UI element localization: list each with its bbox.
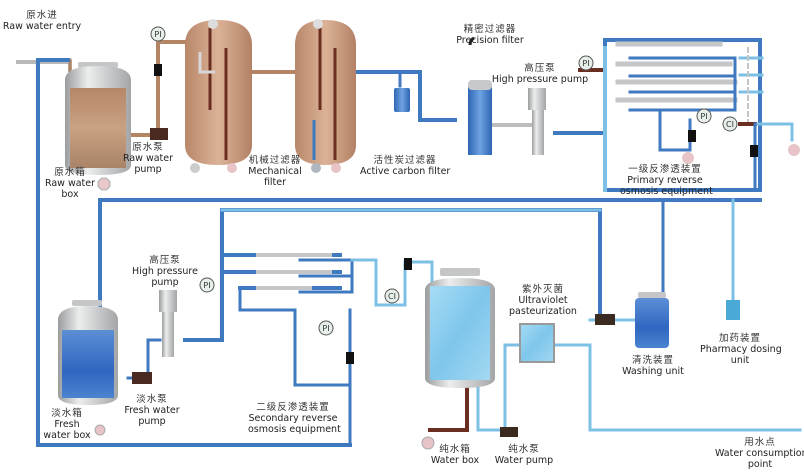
primary-ro-drain — [682, 152, 694, 164]
svg-text:PI: PI — [322, 324, 329, 333]
fresh-water-tank — [58, 300, 118, 405]
svg-text:PI: PI — [203, 281, 210, 290]
pi-gauge-secondary-ro — [318, 320, 334, 336]
flowmeter-secondary-2 — [404, 258, 412, 270]
left-loop-pipe — [36, 58, 352, 447]
pure-water-tank — [425, 268, 495, 388]
uv-sterilizer — [519, 323, 555, 363]
raw-water-pump-label: 原水泵 Raw water pump — [122, 142, 174, 175]
uv-label: 紫外灭菌 Ultraviolet pasteurization — [509, 284, 577, 317]
water-box-label: 纯水箱 Water box — [430, 444, 480, 466]
mechanical-filter — [185, 19, 252, 173]
water-consumption-label: 用水点 Water consumption point — [715, 437, 804, 470]
primary-ro-label: 一级反渗透装置 Primary reverse osmosis equipmen… — [620, 164, 713, 197]
fresh-tank-drain-valve — [94, 424, 106, 436]
security-cartridge — [394, 88, 410, 112]
pure-tank-drain-valve — [421, 436, 435, 450]
mechanical-filter-label: 机械过滤器 Mechanical filter — [248, 155, 302, 188]
pi-gauge-hp2 — [199, 277, 215, 293]
flowmeter-primary — [688, 130, 696, 142]
gauges: PI PI PI CI PI CI PI — [150, 26, 738, 336]
pi-gauge-hp1 — [578, 55, 594, 71]
ci-meter-secondary-ro — [384, 288, 400, 304]
high-pressure-pump-2 — [159, 290, 177, 357]
flowmeter-secondary — [346, 352, 354, 364]
raw-water-entry-label: 原水进 Raw water entry — [2, 10, 82, 32]
washing-unit — [635, 292, 669, 348]
ci-meter-primary-ro — [722, 116, 738, 132]
flowmeter-raw — [154, 64, 162, 76]
svg-text:CI: CI — [388, 292, 396, 301]
high-pressure-pump-2-label: 高压泵 High pressure pump — [132, 255, 198, 288]
washing-pump — [595, 314, 615, 325]
raw-entry-pipe — [16, 60, 72, 72]
svg-text:PI: PI — [582, 59, 589, 68]
active-carbon-filter-label: 活性炭过滤器 Active carbon filter — [360, 155, 451, 177]
pi-gauge-raw-pump — [150, 26, 166, 42]
concentrate-drain — [788, 144, 800, 156]
raw-water-box-label: 原水箱 Raw water box — [44, 167, 96, 200]
active-carbon-filter — [295, 19, 356, 173]
carbon-out-pipe — [350, 70, 457, 122]
washing-unit-label: 清洗装置 Washing unit — [622, 355, 684, 377]
raw-tank-drain-valve — [97, 177, 111, 191]
raw-water-pump — [150, 128, 168, 140]
raw-water-tank — [65, 62, 131, 175]
pure-water-pump — [500, 427, 518, 437]
dosing-tank — [726, 300, 740, 320]
secondary-ro-label: 二级反渗透装置 Secondary reverse osmosis equipm… — [248, 402, 341, 435]
svg-text:PI: PI — [700, 112, 707, 121]
water-pump-label: 纯水泵 Water pump — [494, 444, 554, 466]
flowmeter-primary-2 — [750, 145, 758, 157]
svg-text:CI: CI — [726, 120, 734, 129]
pharmacy-dosing-label: 加药装置 Pharmacy dosing unit — [700, 333, 782, 366]
high-pressure-pump-1 — [528, 88, 546, 155]
pi-gauge-primary-ro — [696, 108, 712, 124]
high-pressure-pump-1-label: 高压泵 High pressure pump — [491, 63, 589, 85]
precision-filter-label: 精密过滤器 Precision filter — [456, 24, 524, 46]
fresh-water-pump-label: 淡水泵 Fresh water pump — [124, 394, 180, 427]
pipes — [16, 38, 802, 447]
precision-filter — [468, 36, 492, 155]
fresh-water-box-label: 淡水箱 Fresh water box — [43, 408, 91, 441]
fresh-water-pump — [132, 372, 152, 384]
raw-pump-pipe — [116, 40, 202, 137]
svg-text:PI: PI — [154, 30, 161, 39]
